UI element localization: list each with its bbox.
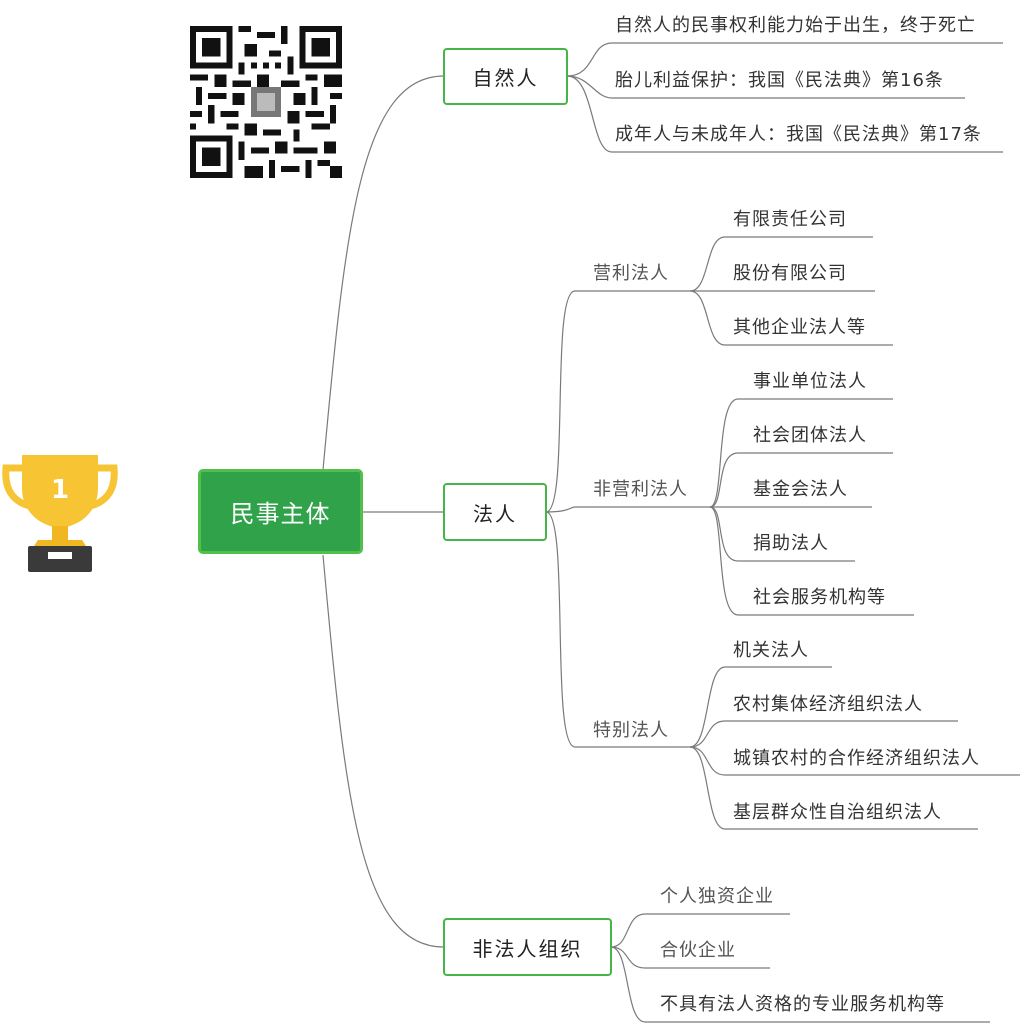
- leaf-unincorporated-2[interactable]: 合伙企业: [660, 940, 736, 961]
- trophy-rank-number: 1: [51, 475, 69, 505]
- leaf-special-2[interactable]: 农村集体经济组织法人: [733, 694, 923, 715]
- leaf-profit-1[interactable]: 有限责任公司: [733, 209, 847, 230]
- qr-code-icon: [190, 26, 342, 178]
- root-node[interactable]: 民事主体: [198, 469, 363, 554]
- branch-legal-person[interactable]: 法人: [443, 483, 547, 541]
- leaf-nonprofit-3[interactable]: 基金会法人: [753, 479, 848, 500]
- leaf-nonprofit-2[interactable]: 社会团体法人: [753, 425, 867, 446]
- leaf-natural-3[interactable]: 成年人与未成年人：我国《民法典》第17条: [615, 124, 982, 145]
- trophy-icon: 1: [2, 455, 118, 572]
- leaf-natural-1[interactable]: 自然人的民事权利能力始于出生，终于死亡: [615, 15, 976, 36]
- leaf-nonprofit-4[interactable]: 捐助法人: [753, 533, 829, 554]
- leaf-special-1[interactable]: 机关法人: [733, 640, 809, 661]
- branch-natural-person-label: 自然人: [472, 66, 539, 90]
- leaf-nonprofit-1[interactable]: 事业单位法人: [753, 371, 867, 392]
- subgroup-profit-legal-person[interactable]: 营利法人: [593, 263, 669, 284]
- branch-unincorporated-org[interactable]: 非法人组织: [443, 918, 612, 976]
- leaf-profit-3[interactable]: 其他企业法人等: [733, 317, 866, 338]
- root-node-label: 民事主体: [230, 500, 331, 528]
- leaf-nonprofit-5[interactable]: 社会服务机构等: [753, 587, 886, 608]
- leaf-profit-2[interactable]: 股份有限公司: [733, 263, 847, 284]
- leaf-unincorporated-1[interactable]: 个人独资企业: [660, 886, 774, 907]
- branch-unincorporated-org-label: 非法人组织: [472, 936, 583, 961]
- subgroup-nonprofit-legal-person[interactable]: 非营利法人: [593, 479, 688, 500]
- subgroup-special-legal-person[interactable]: 特别法人: [593, 720, 669, 741]
- leaf-special-3[interactable]: 城镇农村的合作经济组织法人: [733, 748, 980, 769]
- leaf-special-4[interactable]: 基层群众性自治组织法人: [733, 802, 942, 823]
- branch-legal-person-label: 法人: [473, 501, 517, 526]
- branch-natural-person[interactable]: 自然人: [443, 48, 568, 105]
- leaf-natural-2[interactable]: 胎儿利益保护：我国《民法典》第16条: [615, 70, 944, 91]
- leaf-unincorporated-3[interactable]: 不具有法人资格的专业服务机构等: [660, 994, 945, 1015]
